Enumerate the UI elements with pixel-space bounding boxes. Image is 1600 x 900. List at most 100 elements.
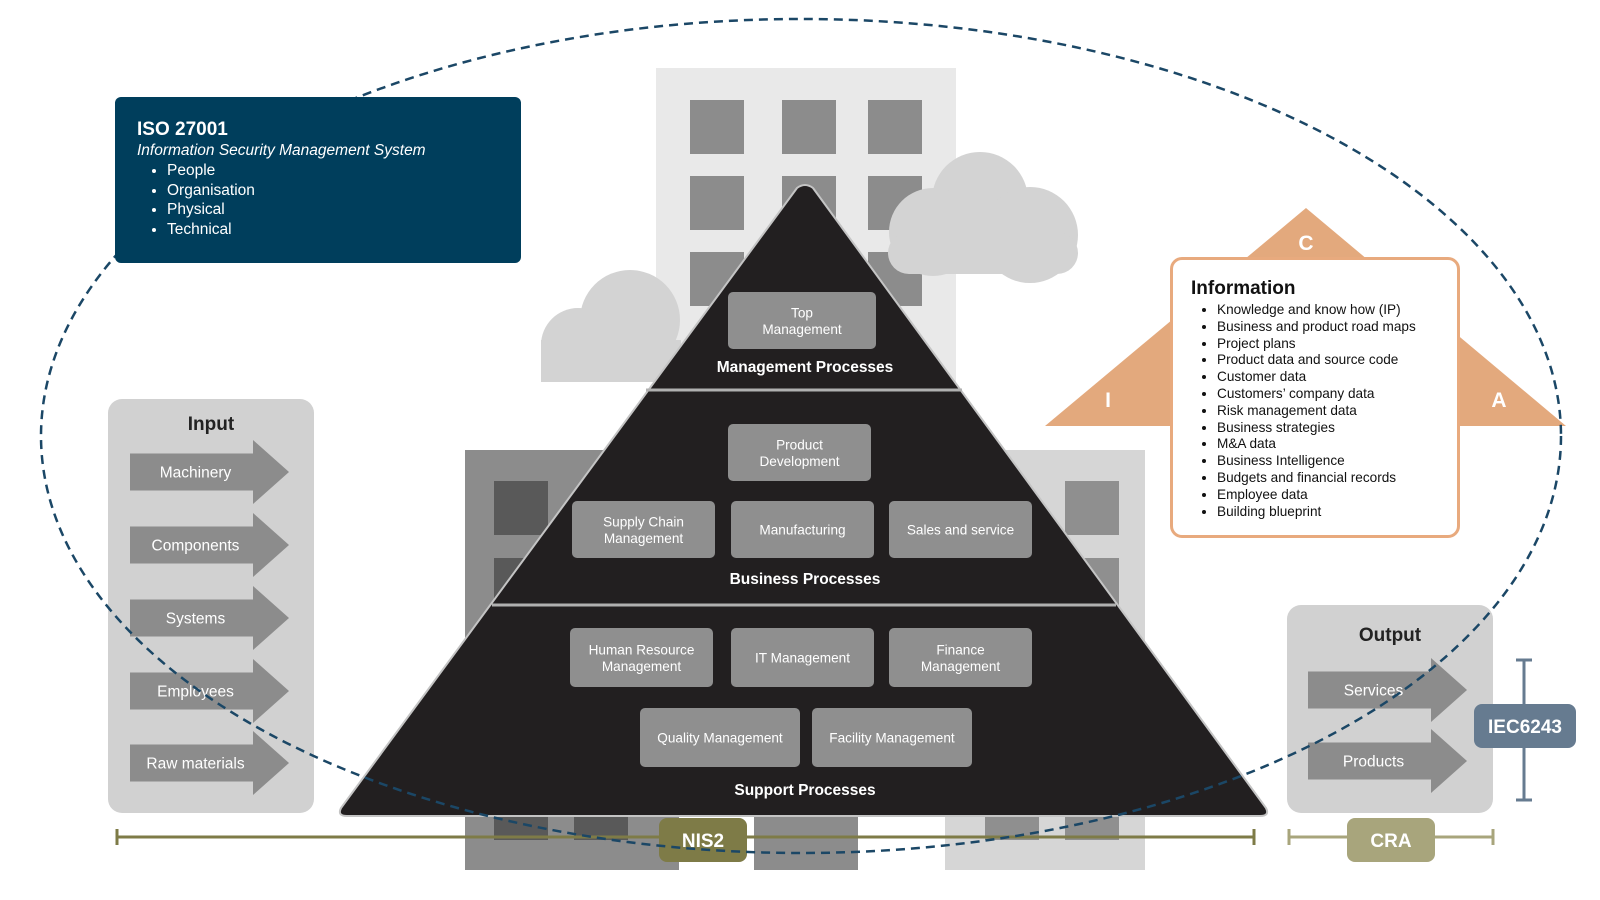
process-box-facility-management: Facility Management (812, 708, 972, 767)
process-box-label: Management (921, 659, 1001, 674)
cia-letter-c: C (1298, 232, 1313, 255)
process-box-bg (889, 628, 1032, 687)
arrow-label: Employees (157, 684, 234, 701)
arrow-shape (1308, 658, 1467, 722)
arrow-shape (130, 440, 289, 504)
process-box-label: Supply Chain (603, 514, 684, 529)
list-item: Project plans (1217, 336, 1457, 353)
flow-arrow-raw-materials: Raw materials (130, 731, 289, 795)
flow-arrow-products: Products (1308, 729, 1467, 793)
information-box: Information Knowledge and know how (IP) … (1170, 257, 1460, 538)
nis2-label: NIS2 (682, 831, 724, 852)
arrow-shape (1308, 729, 1467, 793)
cra-label: CRA (1370, 831, 1411, 852)
process-box-label: Top (791, 305, 813, 320)
process-box-sales-and-service: Sales and service (889, 501, 1032, 558)
list-item: Building blueprint (1217, 504, 1457, 521)
process-box-label: Product (776, 437, 823, 452)
list-item: Risk management data (1217, 403, 1457, 420)
list-item: Business strategies (1217, 420, 1457, 437)
process-box-label: Finance (936, 642, 984, 657)
list-item: Organisation (167, 181, 499, 201)
process-box-label: Management (604, 531, 684, 546)
output-title: Output (1359, 625, 1422, 646)
process-box-label: Manufacturing (759, 523, 845, 538)
process-box-manufacturing: Manufacturing (731, 501, 874, 558)
flow-arrow-services: Services (1308, 658, 1467, 722)
process-box-label: IT Management (755, 651, 850, 666)
process-box-bg (728, 424, 871, 481)
list-item: Knowledge and know how (IP) (1217, 302, 1457, 319)
list-item: Employee data (1217, 487, 1457, 504)
list-item: Physical (167, 200, 499, 220)
process-box-bg (570, 628, 713, 687)
cloud-right (888, 152, 1078, 283)
iec-badge (1474, 704, 1576, 748)
arrow-shape (130, 513, 289, 577)
arrow-shape (130, 659, 289, 723)
iec-scope: IEC6243 (1474, 658, 1576, 802)
process-box-label: Management (602, 659, 682, 674)
list-item: Budgets and financial records (1217, 470, 1457, 487)
management-processes-label: Management Processes (717, 359, 894, 376)
list-item: Business and product road maps (1217, 319, 1457, 336)
cia-letter-a: A (1491, 389, 1506, 412)
process-box-bg (812, 708, 972, 767)
list-item: Product data and source code (1217, 352, 1457, 369)
flow-arrow-components: Components (130, 513, 289, 577)
process-box-label: Facility Management (829, 731, 955, 746)
process-box-label: Human Resource (589, 642, 695, 657)
business-processes-label: Business Processes (730, 571, 881, 588)
process-box-label: Quality Management (657, 731, 783, 746)
support-processes-label: Support Processes (734, 782, 875, 799)
input-panel: Input MachineryComponentsSystemsEmployee… (108, 399, 314, 813)
arrow-label: Products (1343, 754, 1404, 771)
isms-scope-ellipse (39, 17, 1563, 855)
flow-arrow-machinery: Machinery (130, 440, 289, 504)
flow-arrow-systems: Systems (130, 586, 289, 650)
arrow-label: Systems (166, 611, 226, 628)
list-item: M&A data (1217, 436, 1457, 453)
information-item-list: Knowledge and know how (IP) Business and… (1191, 302, 1457, 520)
list-item: Customers’ company data (1217, 386, 1457, 403)
list-item: Business Intelligence (1217, 453, 1457, 470)
arrow-label: Raw materials (146, 756, 244, 773)
process-box-label: Management (762, 322, 842, 337)
arrow-shape (130, 731, 289, 795)
arrow-label: Components (152, 538, 240, 555)
cra-badge (1347, 818, 1435, 862)
process-box-bg (731, 501, 874, 558)
list-item: Customer data (1217, 369, 1457, 386)
flow-arrow-employees: Employees (130, 659, 289, 723)
process-box-quality-management: Quality Management (640, 708, 800, 767)
process-box-bg (731, 628, 874, 687)
list-item: Technical (167, 220, 499, 240)
arrow-label: Machinery (160, 465, 232, 482)
process-box-bg (889, 501, 1032, 558)
iso-item-list: People Organisation Physical Technical (137, 161, 499, 239)
cia-letter-i: I (1105, 389, 1111, 412)
iso-title: ISO 27001 (137, 119, 228, 140)
process-box-label: Development (759, 454, 839, 469)
cra-scope: CRA (1287, 818, 1495, 862)
iec-label: IEC6243 (1488, 717, 1562, 738)
iso-27001-box: ISO 27001 Information Security Managemen… (115, 97, 521, 263)
process-box-bg (728, 292, 876, 349)
list-item: People (167, 161, 499, 181)
input-title: Input (188, 414, 235, 435)
arrow-shape (130, 586, 289, 650)
cloud-left (541, 270, 681, 382)
process-box-it-management: IT Management (731, 628, 874, 687)
iso-subtitle: Information Security Management System (137, 142, 426, 159)
arrow-label: Services (1344, 683, 1404, 700)
